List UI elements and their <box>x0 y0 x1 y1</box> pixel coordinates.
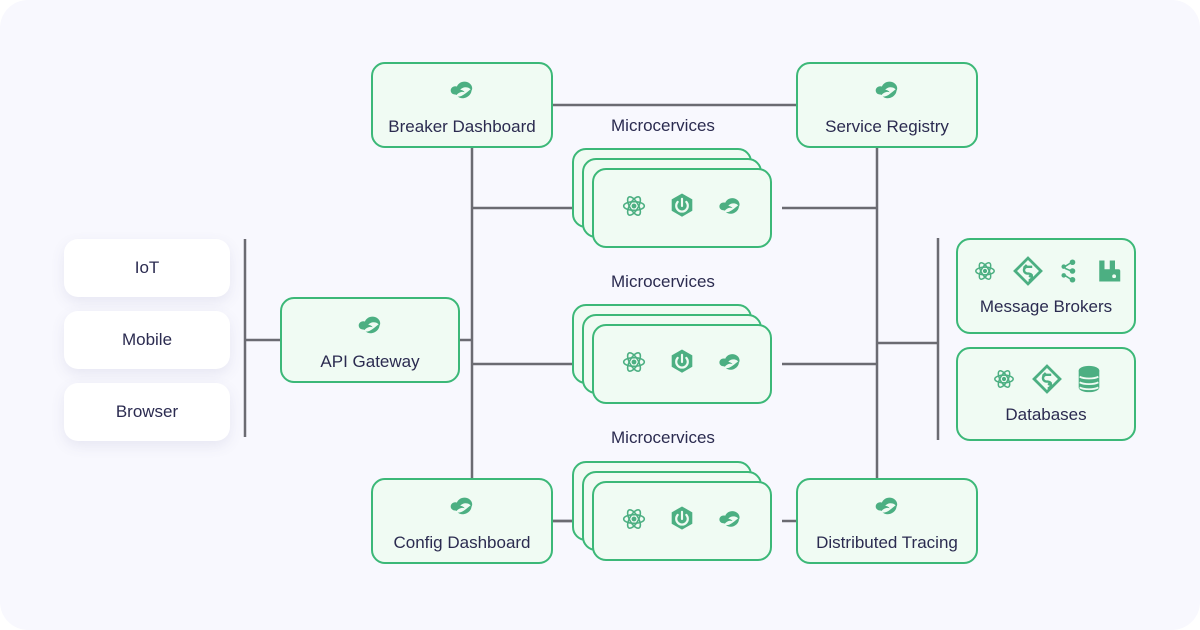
client-chip-browser[interactable]: Browser <box>64 383 230 441</box>
node-breaker-dashboard[interactable]: Breaker Dashboard <box>371 62 553 148</box>
node-label: Service Registry <box>825 116 949 136</box>
microservices-caption-1: Microcervices <box>611 116 715 135</box>
react-atom-icon <box>971 257 999 290</box>
swirl-diamond-icon <box>1032 363 1062 399</box>
node-distributed-tracing[interactable]: Distributed Tracing <box>796 478 978 564</box>
node-label: Breaker Dashboard <box>388 116 536 136</box>
react-atom-icon <box>619 191 649 226</box>
spring-boot-icon <box>667 191 697 226</box>
node-service-registry[interactable]: Service Registry <box>796 62 978 148</box>
spring-leaf-icon <box>715 504 745 539</box>
client-label: Mobile <box>121 330 173 349</box>
react-atom-icon <box>990 365 1018 398</box>
database-cylinder-icon <box>1076 364 1102 399</box>
client-chip-mobile[interactable]: Mobile <box>64 311 230 369</box>
spring-leaf-icon <box>354 309 386 346</box>
kafka-icon <box>1057 257 1081 290</box>
node-config-dashboard[interactable]: Config Dashboard <box>371 478 553 564</box>
swirl-diamond-icon <box>1013 255 1043 291</box>
react-atom-icon <box>619 504 649 539</box>
node-label: Distributed Tracing <box>816 532 958 552</box>
stack-card-front[interactable] <box>592 168 772 248</box>
node-message-brokers[interactable]: Message Brokers <box>956 238 1136 334</box>
node-label: API Gateway <box>320 351 420 371</box>
client-label: IoT <box>134 258 160 277</box>
stack-card-front[interactable] <box>592 324 772 404</box>
microservices-caption-3: Microcervices <box>611 428 715 447</box>
spring-leaf-icon <box>871 490 903 527</box>
client-label: Browser <box>115 402 179 421</box>
microservices-caption-2: Microcervices <box>611 272 715 291</box>
node-label: Config Dashboard <box>393 532 531 552</box>
microservice-stack-1[interactable] <box>572 148 772 248</box>
node-label: Databases <box>1005 404 1087 424</box>
spring-boot-icon <box>667 504 697 539</box>
spring-leaf-icon <box>871 74 903 111</box>
rabbitmq-icon <box>1095 257 1121 290</box>
client-chip-iot[interactable]: IoT <box>64 239 230 297</box>
node-label: Message Brokers <box>979 296 1113 316</box>
microservice-stack-2[interactable] <box>572 304 772 404</box>
react-atom-icon <box>619 347 649 382</box>
message-brokers-icon-row <box>971 255 1121 291</box>
spring-boot-icon <box>667 347 697 382</box>
databases-icon-row <box>990 363 1102 399</box>
spring-leaf-icon <box>715 191 745 226</box>
spring-leaf-icon <box>446 490 478 527</box>
node-api-gateway[interactable]: API Gateway <box>280 297 460 383</box>
spring-leaf-icon <box>715 347 745 382</box>
stack-card-front[interactable] <box>592 481 772 561</box>
node-databases[interactable]: Databases <box>956 347 1136 441</box>
spring-leaf-icon <box>446 74 478 111</box>
microservice-stack-3[interactable] <box>572 461 772 561</box>
